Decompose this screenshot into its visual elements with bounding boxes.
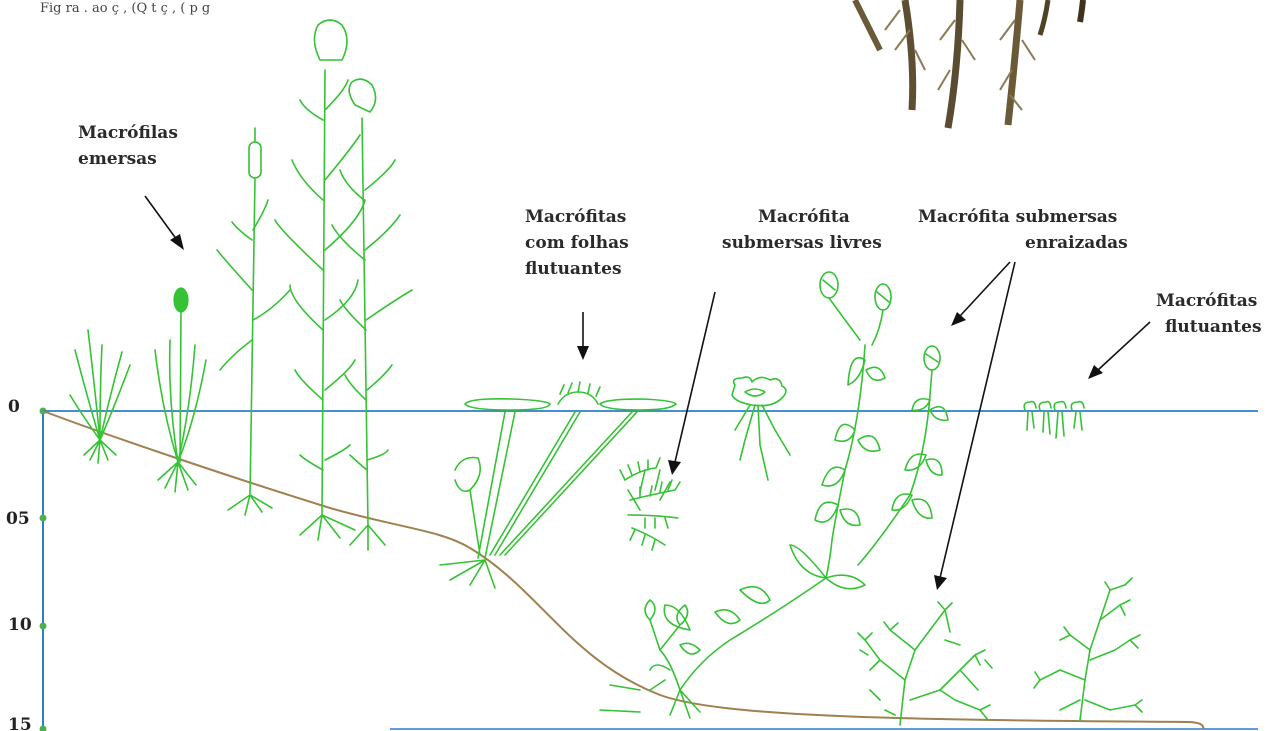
rooted-submerged-plant-3 (600, 600, 688, 712)
svg-text:enraizadas: enraizadas (1025, 233, 1128, 253)
arrows (145, 196, 1150, 590)
photo-fragment (855, 0, 1083, 128)
label-submersas-livres: Macrófita submersas livres (722, 207, 882, 253)
svg-text:flutuantes: flutuantes (1165, 317, 1262, 337)
depth-tick-15: 15 (8, 715, 32, 731)
emergent-plants (70, 20, 412, 550)
depth-tick-0: 0 (8, 397, 20, 417)
rooted-submerged-plant-5 (1034, 578, 1142, 720)
free-submerged-plant (620, 458, 680, 550)
svg-text:flutuantes: flutuantes (525, 259, 622, 279)
label-folhas-flutuantes: Macrófitas com folhas flutuantes (525, 207, 629, 279)
svg-text:Macrófita: Macrófita (758, 207, 850, 227)
arrow-emersas (145, 196, 177, 240)
tick-dot-10 (40, 623, 47, 630)
label-submersas-enraizadas: Macrófita submersas enraizadas (918, 207, 1128, 253)
tick-dot-05 (40, 515, 47, 522)
arrow-flutuantes (1098, 322, 1150, 370)
tick-dot-15 (40, 726, 47, 731)
svg-text:submersas livres: submersas livres (722, 233, 882, 253)
arrow-submersas-livres (675, 292, 715, 462)
label-emersas: Macrófilas emersas (78, 123, 178, 169)
sediment-profile (43, 411, 1203, 729)
label-flutuantes: Macrófitas flutuantes (1156, 291, 1262, 337)
depth-tick-05: 05 (6, 509, 30, 529)
floating-leaved-plants (440, 382, 676, 588)
floating-plants-small (1024, 402, 1084, 438)
svg-text:com folhas: com folhas (525, 233, 629, 253)
svg-text:Macrófilas: Macrófilas (78, 123, 178, 143)
free-floating-rosette (732, 377, 790, 480)
svg-text:Macrófitas: Macrófitas (525, 207, 626, 227)
depth-tick-10: 10 (8, 615, 32, 635)
depth-axis: 0 05 10 15 (6, 397, 47, 731)
rooted-submerged-plant-4 (858, 602, 992, 725)
arrow-enraizadas-2 (940, 262, 1015, 578)
arrow-enraizadas-1 (960, 262, 1010, 316)
svg-text:Macrófita submersas: Macrófita submersas (918, 207, 1117, 227)
svg-text:Macrófitas: Macrófitas (1156, 291, 1257, 311)
rooted-submerged-plant-1 (650, 272, 891, 718)
svg-text:emersas: emersas (78, 149, 157, 169)
caption-fragment: Fig ra . ao ç , (Q t ç , ( p g (40, 1, 210, 16)
